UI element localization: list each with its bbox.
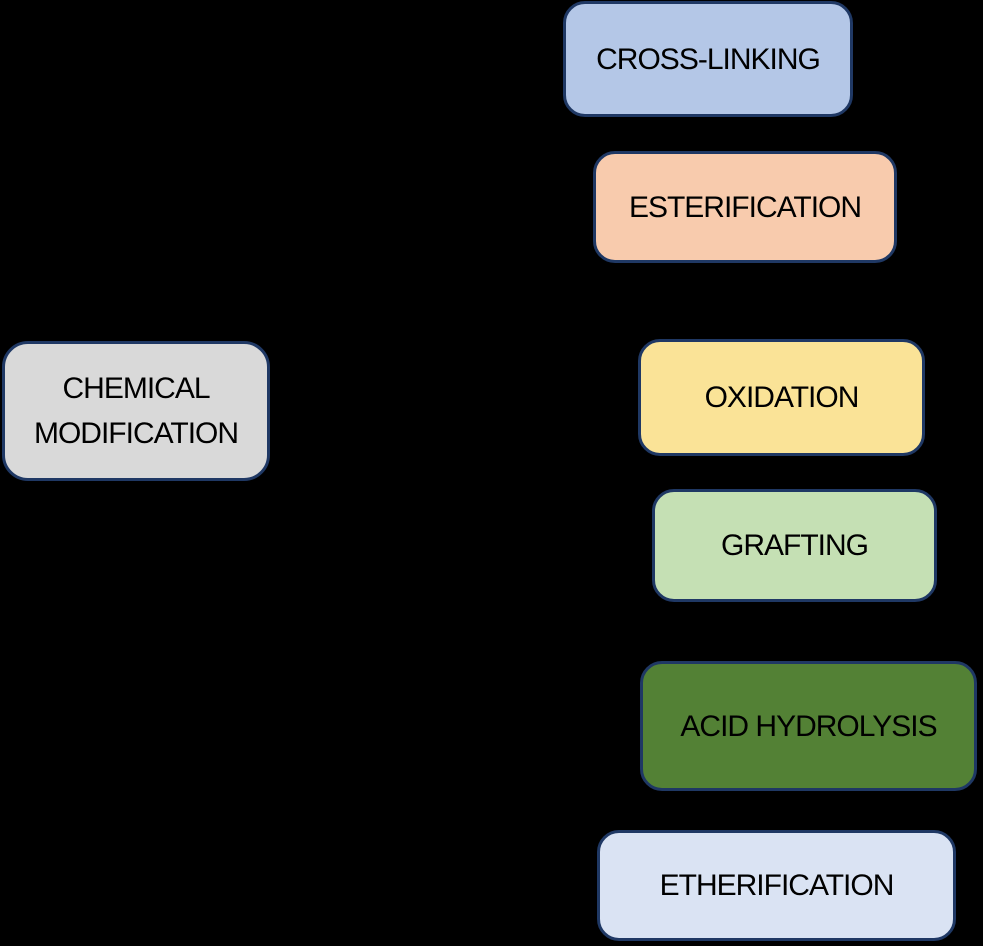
- node-chemical-modification: CHEMICAL MODIFICATION: [2, 341, 270, 481]
- node-esterification: ESTERIFICATION: [593, 151, 897, 263]
- node-grafting: GRAFTING: [652, 489, 937, 602]
- node-esterification-label: ESTERIFICATION: [628, 190, 862, 224]
- node-oxidation-label: OXIDATION: [704, 381, 860, 414]
- node-cross-linking-label: CROSS-LINKING: [596, 42, 821, 76]
- node-chemical-modification-label: CHEMICAL MODIFICATION: [33, 372, 239, 450]
- node-cross-linking: CROSS-LINKING: [563, 1, 853, 117]
- node-etherification: ETHERIFICATION: [597, 830, 956, 941]
- node-etherification-label: ETHERIFICATION: [659, 869, 895, 902]
- node-acid-hydrolysis-label: ACID HYDROLYSIS: [680, 709, 937, 743]
- node-acid-hydrolysis: ACID HYDROLYSIS: [640, 661, 977, 791]
- node-oxidation: OXIDATION: [638, 339, 925, 456]
- node-grafting-label: GRAFTING: [721, 529, 869, 562]
